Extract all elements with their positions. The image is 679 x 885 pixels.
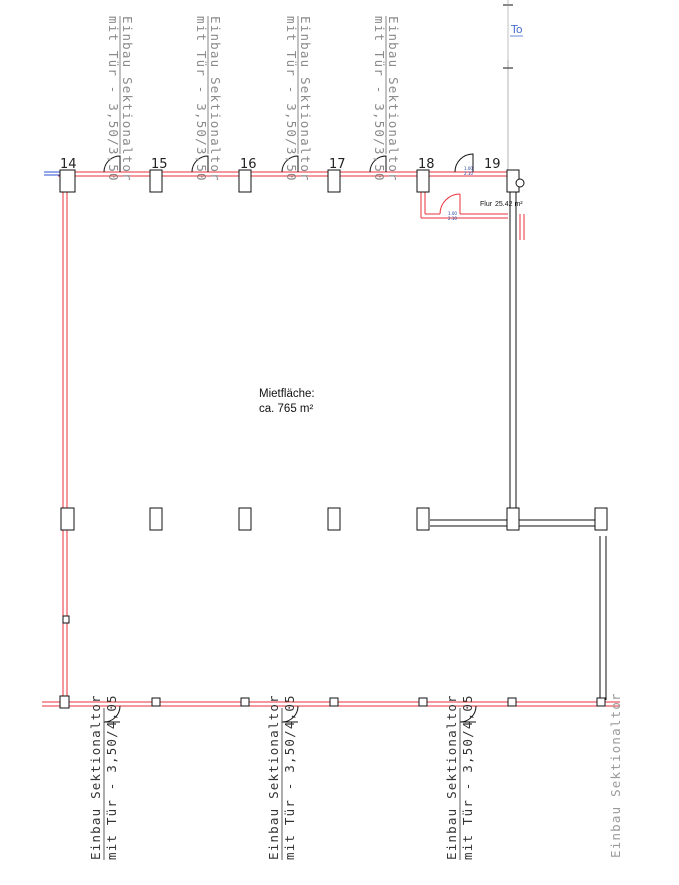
door-label-line1: Einbau Sektionaltor bbox=[266, 694, 281, 860]
corridor-label: Flur 25.42 m² bbox=[480, 201, 523, 208]
door-label-line2: mit Tür - 3,50/4,05 bbox=[104, 694, 119, 860]
to-label: To bbox=[510, 23, 523, 36]
door-tag: 2.10 bbox=[448, 216, 457, 221]
axis-label: 17 bbox=[329, 157, 346, 172]
door-label-line1: Einbau Sektionaltor bbox=[386, 16, 401, 182]
corridor-walls bbox=[420, 190, 525, 240]
right-walls bbox=[430, 0, 607, 700]
door-label-line2: mit Tür - 3,50/3,50 bbox=[284, 16, 299, 182]
axis-labels: 14 15 16 17 18 19 bbox=[60, 157, 501, 172]
top-wall bbox=[44, 171, 508, 177]
door-label-line2: mit Tür - 3,50/3,50 bbox=[106, 16, 121, 182]
door-label-line1: Einbau Sektionaltor bbox=[298, 16, 313, 182]
door-size-tags: 1.00 2.10 1.00 2.10 bbox=[448, 166, 473, 221]
door-label-line2: mit Tür - 3,50/3,50 bbox=[194, 16, 209, 182]
axis-label: 19 bbox=[484, 157, 501, 172]
door-tag: 2.10 bbox=[464, 171, 473, 176]
columns-bottom bbox=[59, 695, 606, 709]
top-door-swings bbox=[103, 153, 474, 173]
door-label-line2: mit Tür - 3,50/4,05 bbox=[460, 694, 475, 860]
area-size: ca. 765 m² bbox=[259, 403, 313, 415]
left-wall bbox=[62, 190, 68, 700]
bottom-door-labels: Einbau Sektionaltor mit Tür - 3,50/4,05 … bbox=[88, 692, 623, 860]
axis-label: 14 bbox=[60, 157, 77, 172]
door-label-line1: Einbau Sektionaltor bbox=[208, 16, 223, 182]
door-label-line1: Einbau Sektionaltor bbox=[608, 692, 623, 858]
axis-label: 15 bbox=[151, 157, 168, 172]
corridor-area: 25.42 m² bbox=[495, 201, 523, 208]
door-tag: 1.00 bbox=[448, 211, 457, 216]
axis-label: 16 bbox=[240, 157, 257, 172]
door-label-line1: Einbau Sektionaltor bbox=[88, 694, 103, 860]
columns-middle bbox=[60, 507, 608, 624]
door-label-line2: mit Tür - 3,50/4,05 bbox=[282, 694, 297, 860]
columns-top bbox=[59, 169, 525, 193]
door-tag: 1.00 bbox=[464, 166, 473, 171]
area-title: Mietfläche: bbox=[259, 388, 315, 400]
main-area-label: Mietfläche: ca. 765 m² bbox=[259, 388, 315, 415]
door-label-line1: Einbau Sektionaltor bbox=[120, 16, 135, 182]
door-label-line1: Einbau Sektionaltor bbox=[444, 694, 459, 860]
axis-label: 18 bbox=[418, 157, 435, 172]
door-label-line2: mit Tür - 3,50/3,50 bbox=[372, 16, 387, 182]
corridor-name: Flur bbox=[480, 201, 493, 208]
top-door-labels: Einbau Sektionaltor mit Tür - 3,50/3,50 … bbox=[106, 16, 401, 182]
